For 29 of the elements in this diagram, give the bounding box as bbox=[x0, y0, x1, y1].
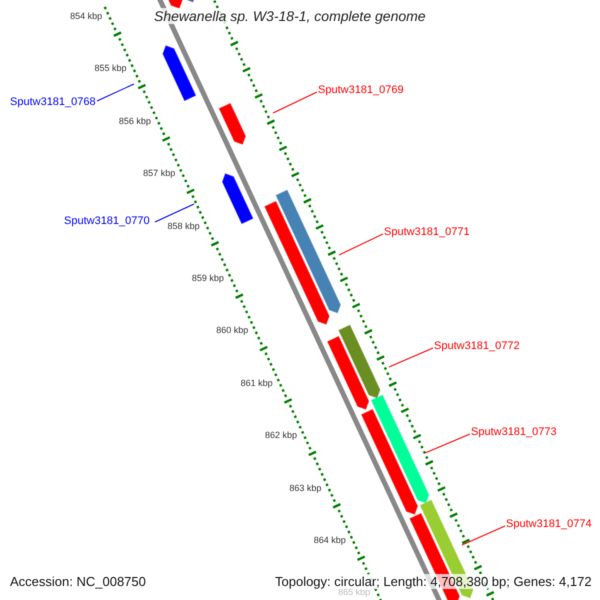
scale-label: 862 kbp bbox=[264, 430, 298, 440]
scale-label: 860 kbp bbox=[215, 325, 248, 336]
scale-label: 863 kbp bbox=[288, 482, 322, 493]
scale-label: 858 kbp bbox=[166, 220, 200, 231]
leader-line bbox=[424, 434, 470, 454]
scale-label: 855 kbp bbox=[93, 63, 126, 74]
accession-text: Accession: NC_008750 bbox=[10, 574, 146, 589]
scale-label: 857 kbp bbox=[142, 168, 176, 178]
scale-label: 854 kbp bbox=[69, 11, 102, 21]
leader-line bbox=[338, 234, 384, 256]
gene-label: Sputw3181_0773 bbox=[471, 426, 557, 438]
leader-line bbox=[96, 84, 134, 102]
scale-label: 859 kbp bbox=[190, 273, 224, 283]
gene-label: Sputw3181_0768 bbox=[10, 96, 96, 108]
gene-label: Sputw3181_0772 bbox=[434, 340, 520, 352]
leader-line bbox=[388, 348, 434, 368]
leader-line bbox=[154, 204, 194, 222]
genome-summary-text: Topology: circular; Length: 4,708,380 bp; Genes: 4,172 bbox=[275, 574, 592, 589]
gene-label: Sputw3181_0769 bbox=[318, 84, 404, 96]
gene-label: Sputw3181_0774 bbox=[506, 518, 592, 530]
leader-line bbox=[272, 92, 318, 114]
gene-label: Sputw3181_0771 bbox=[384, 226, 470, 238]
scale-label: 861 kbp bbox=[240, 378, 273, 388]
scale-label: 856 kbp bbox=[118, 116, 151, 126]
gene-label: Sputw3181_0770 bbox=[64, 215, 150, 227]
leader-line bbox=[462, 526, 506, 546]
scale-label: 864 kbp bbox=[312, 535, 346, 545]
map-title: Shewanella sp. W3-18-1, complete genome bbox=[152, 8, 428, 24]
scale-label: 865 kbp bbox=[338, 587, 370, 598]
